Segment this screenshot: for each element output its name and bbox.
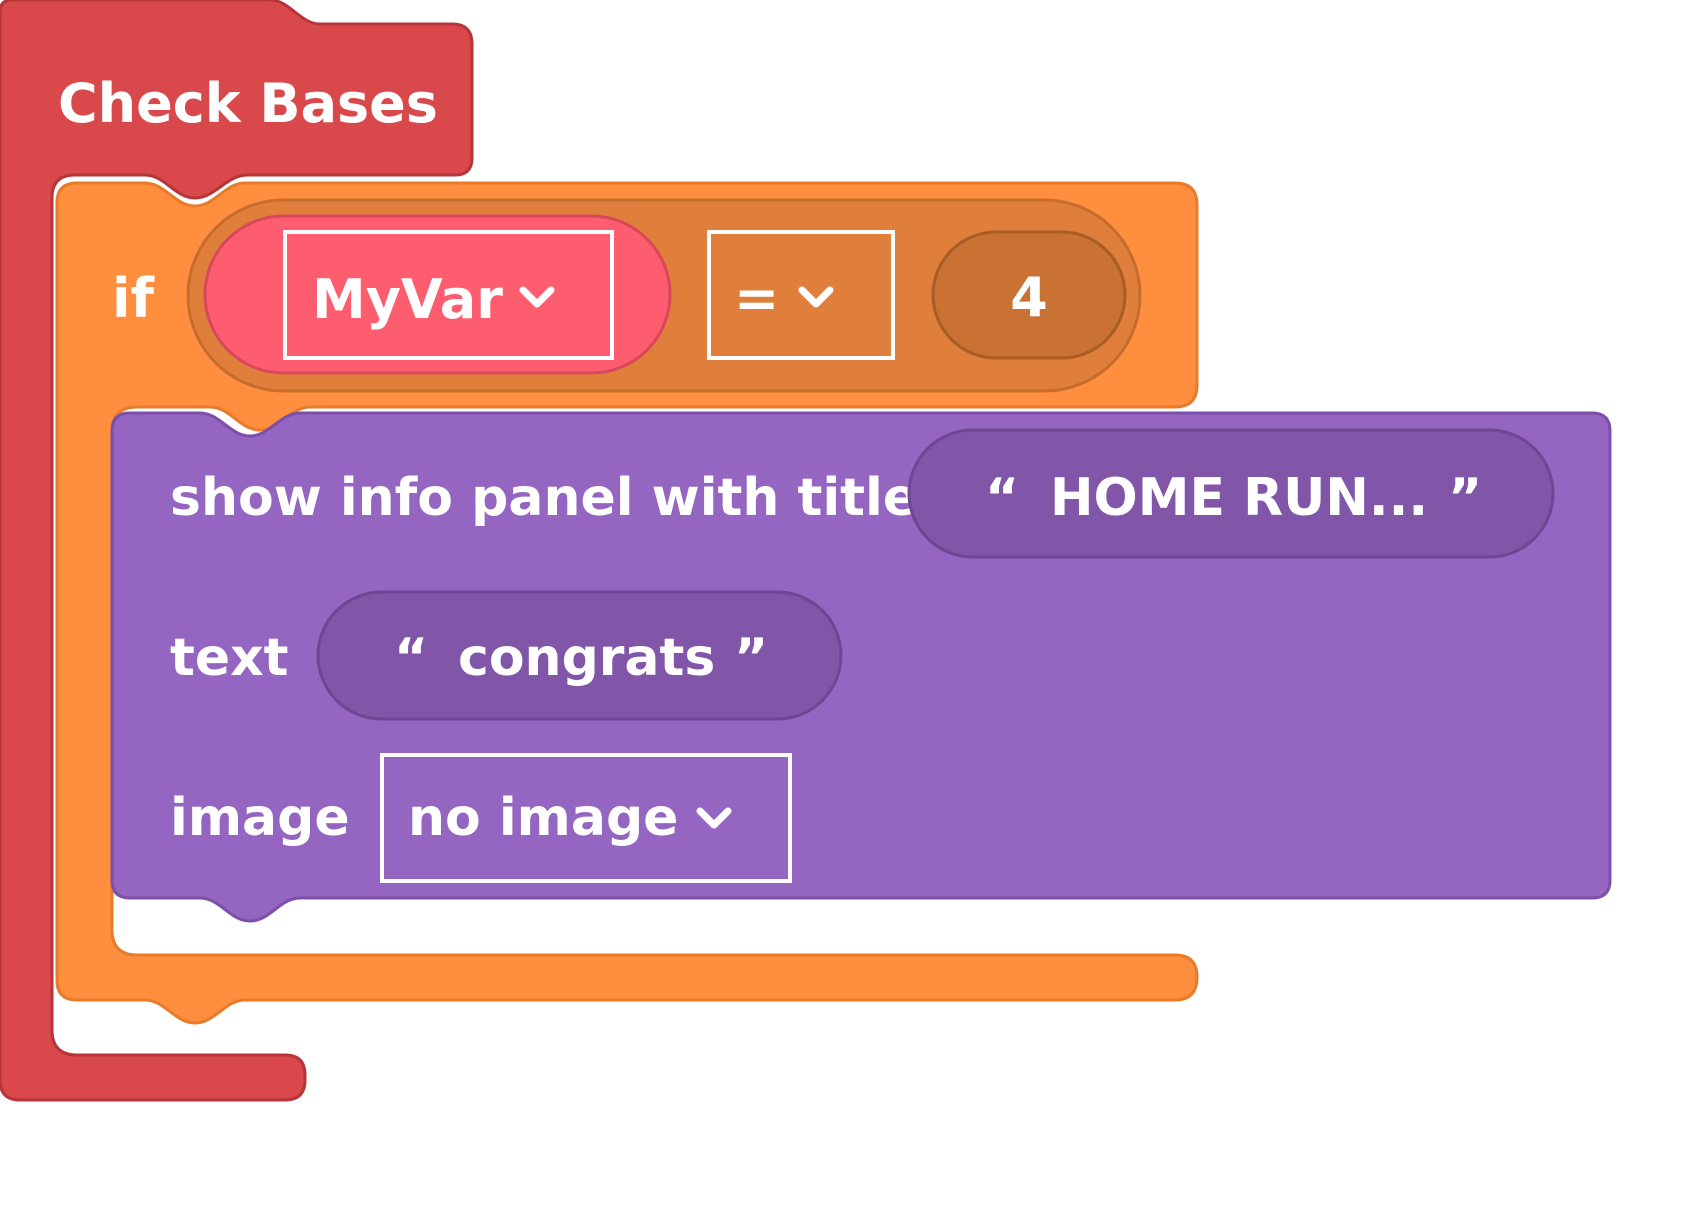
title-string-input[interactable]: “ HOME RUN... ” <box>907 428 1555 559</box>
variable-reporter-body[interactable] <box>203 214 672 375</box>
close-quote: ” <box>734 628 768 688</box>
chevron-down-icon <box>519 286 555 308</box>
info-panel-text-label: text <box>170 628 289 688</box>
info-panel-title-label: show info panel with title <box>170 468 918 528</box>
number-input-body[interactable] <box>931 230 1127 360</box>
function-block[interactable]: Check Bases <box>0 0 474 1102</box>
text-value: congrats <box>458 628 715 688</box>
open-quote: “ <box>394 628 428 688</box>
if-block[interactable]: if MyVar = 4 <box>55 181 1199 1025</box>
number-input[interactable]: 4 <box>931 230 1127 360</box>
if-keyword: if <box>112 267 155 330</box>
chevron-down-icon <box>798 286 834 308</box>
image-dropdown[interactable]: no image <box>380 753 792 883</box>
compare-reporter[interactable]: MyVar = 4 <box>186 198 1142 393</box>
text-string-input-body[interactable] <box>316 590 843 721</box>
title-value: HOME RUN... <box>1050 468 1428 528</box>
function-block-label: Check Bases <box>58 72 438 135</box>
variable-name: MyVar <box>312 268 503 331</box>
chevron-down-icon <box>696 807 732 829</box>
info-panel-block[interactable]: show info panel with title “ HOME RUN...… <box>110 411 1612 923</box>
text-string-input[interactable]: “ congrats ” <box>316 590 843 721</box>
variable-reporter[interactable]: MyVar <box>203 214 672 375</box>
open-quote: “ <box>985 468 1019 528</box>
operator-dropdown[interactable]: = <box>707 230 895 360</box>
title-string-input-body[interactable] <box>907 428 1555 559</box>
variable-dropdown[interactable]: MyVar <box>283 230 614 360</box>
close-quote: ” <box>1448 468 1482 528</box>
number-value: 4 <box>1010 266 1048 329</box>
info-panel-image-label: image <box>170 788 350 848</box>
image-value: no image <box>408 788 678 848</box>
function-block-body[interactable] <box>0 0 474 1102</box>
operator-value: = <box>734 267 779 330</box>
